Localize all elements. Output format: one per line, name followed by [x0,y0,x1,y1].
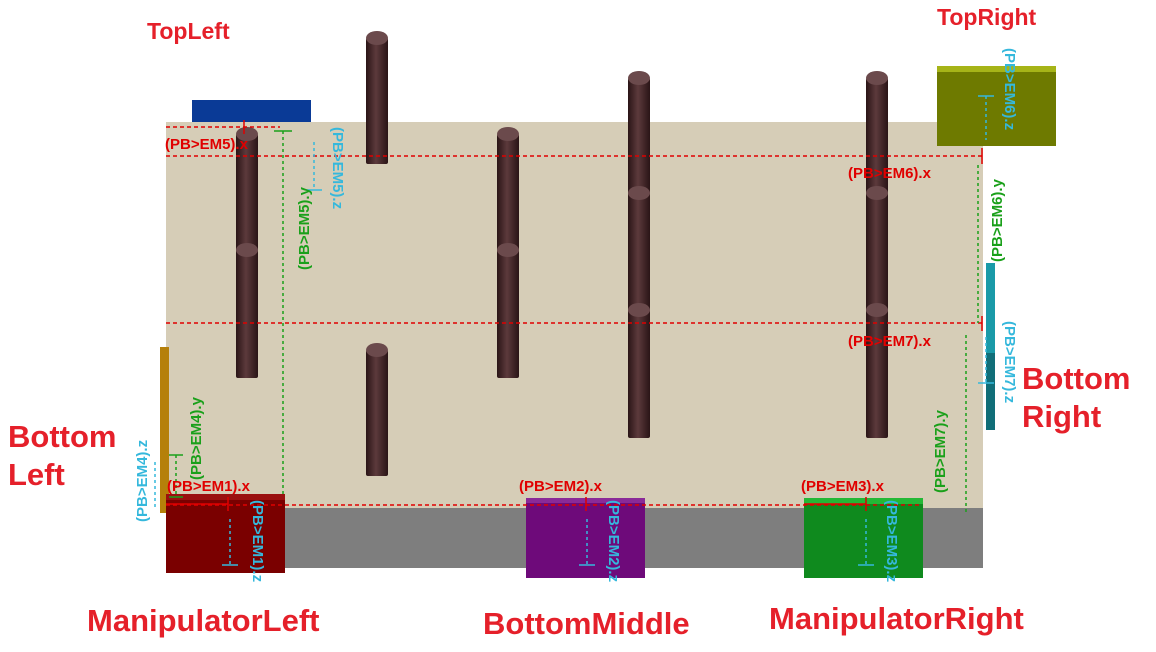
post [366,350,388,476]
post [866,78,888,438]
measure-em5-x: (PB>EM5).x [165,136,248,153]
bottom-right-block [986,263,995,430]
measure-em1-z: (PB>EM1).z [249,500,266,583]
label-manipulator-left: ManipulatorLeft [87,603,320,638]
z-measures [154,95,994,566]
label-top-left: TopLeft [147,18,230,44]
measure-em7-y: (PB>EM7).y [932,410,949,493]
posts [236,31,888,476]
label-top-right: TopRight [937,4,1037,30]
top-right-block [937,66,1056,146]
label-bottom-right-line2: Right [1022,399,1102,434]
y-measures [169,130,979,513]
label-bottom-left-line2: Left [8,457,65,492]
manipulator-right-block [804,498,923,578]
label-bottom-left: Bottom Left [8,418,116,494]
label-bottom-right-line1: Bottom [1022,361,1131,396]
measure-em6-z: (PB>EM6).z [1001,48,1018,131]
measure-em1-x: (PB>EM1).x [167,478,250,495]
reference-lines [166,126,983,506]
measure-em3-z: (PB>EM3).z [883,500,900,583]
label-bottom-right: Bottom Right [1022,360,1130,436]
post [366,38,388,164]
measure-em6-y: (PB>EM6).y [989,179,1006,262]
bottom-left-block [160,347,169,513]
label-bottom-middle: BottomMiddle [483,606,690,641]
measure-em2-z: (PB>EM2).z [605,500,622,583]
top-left-block [192,100,311,122]
measure-em7-x: (PB>EM7).x [848,333,931,350]
measure-em7-z: (PB>EM7).z [1001,321,1018,404]
label-bottom-left-line1: Bottom [8,419,117,454]
measure-em4-y: (PB>EM4).y [188,397,205,480]
measure-em6-x: (PB>EM6).x [848,165,931,182]
manipulator-left-block [166,494,285,573]
measure-em5-y: (PB>EM5).y [296,187,313,270]
measure-em4-z: (PB>EM4).z [134,439,151,522]
measure-em3-x: (PB>EM3).x [801,478,884,495]
plate [166,122,983,508]
label-manipulator-right: ManipulatorRight [769,601,1024,636]
x-measures [166,120,983,511]
measure-em2-x: (PB>EM2).x [519,478,602,495]
post [628,78,650,438]
measure-em5-z: (PB>EM5).z [329,127,346,210]
